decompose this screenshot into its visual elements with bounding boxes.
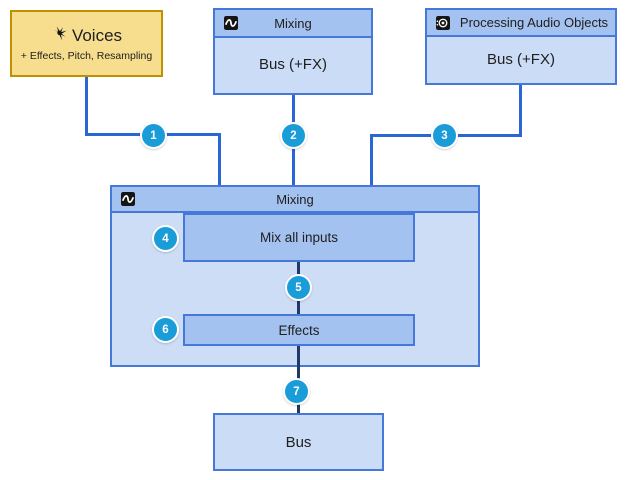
processing-audio-objects-node: Processing Audio Objects Bus (+FX) (425, 8, 617, 85)
pao-header: Processing Audio Objects (427, 10, 615, 37)
step-marker-2-label: 2 (290, 129, 297, 142)
effects-label: Effects (278, 322, 320, 338)
step-marker-4: 4 (152, 225, 179, 252)
mixing-bus-header: Mixing (215, 10, 371, 38)
connector-pao-drop (370, 134, 373, 185)
mixing-bus-body-label: Bus (+FX) (259, 56, 327, 73)
step-marker-3-label: 3 (441, 129, 448, 142)
pao-body-label: Bus (+FX) (487, 50, 555, 68)
voices-title: Voices (71, 26, 123, 45)
pao-header-label: Processing Audio Objects (459, 15, 609, 30)
audio-object-icon (436, 15, 450, 30)
mixing-bus-header-label: Mixing (274, 15, 312, 31)
mixing-bus-node: Mixing Bus (+FX) (213, 8, 373, 95)
step-marker-5: 5 (285, 274, 312, 301)
audio-bus-icon (224, 16, 238, 30)
step-marker-1-label: 1 (150, 129, 157, 142)
mixing-container-header: Mixing (112, 187, 478, 213)
voices-node: Voices + Effects, Pitch, Resampling (10, 10, 163, 77)
audio-bus-icon (121, 192, 135, 206)
mix-all-inputs-label: Mix all inputs (259, 230, 339, 245)
step-marker-6-label: 6 (162, 323, 169, 336)
step-marker-1: 1 (140, 122, 167, 149)
step-marker-6: 6 (152, 316, 179, 343)
step-marker-3: 3 (431, 122, 458, 149)
connector-voices-vertical (85, 77, 88, 135)
voice-icon (51, 25, 68, 47)
connector-pao-vertical (519, 85, 522, 137)
step-marker-4-label: 4 (162, 232, 169, 245)
mixing-container-header-label: Mixing (276, 191, 314, 207)
voices-subtitle: + Effects, Pitch, Resampling (20, 50, 153, 62)
bus-node: Bus (213, 413, 384, 471)
mix-all-inputs-node: Mix all inputs (183, 213, 415, 262)
step-marker-5-label: 5 (295, 281, 302, 294)
step-marker-2: 2 (280, 122, 307, 149)
step-marker-7: 7 (283, 378, 310, 405)
mixing-container-node: Mixing (110, 185, 480, 367)
bus-label: Bus (285, 433, 312, 451)
connector-voices-drop (218, 133, 221, 185)
effects-node: Effects (183, 314, 415, 346)
step-marker-7-label: 7 (293, 385, 300, 398)
